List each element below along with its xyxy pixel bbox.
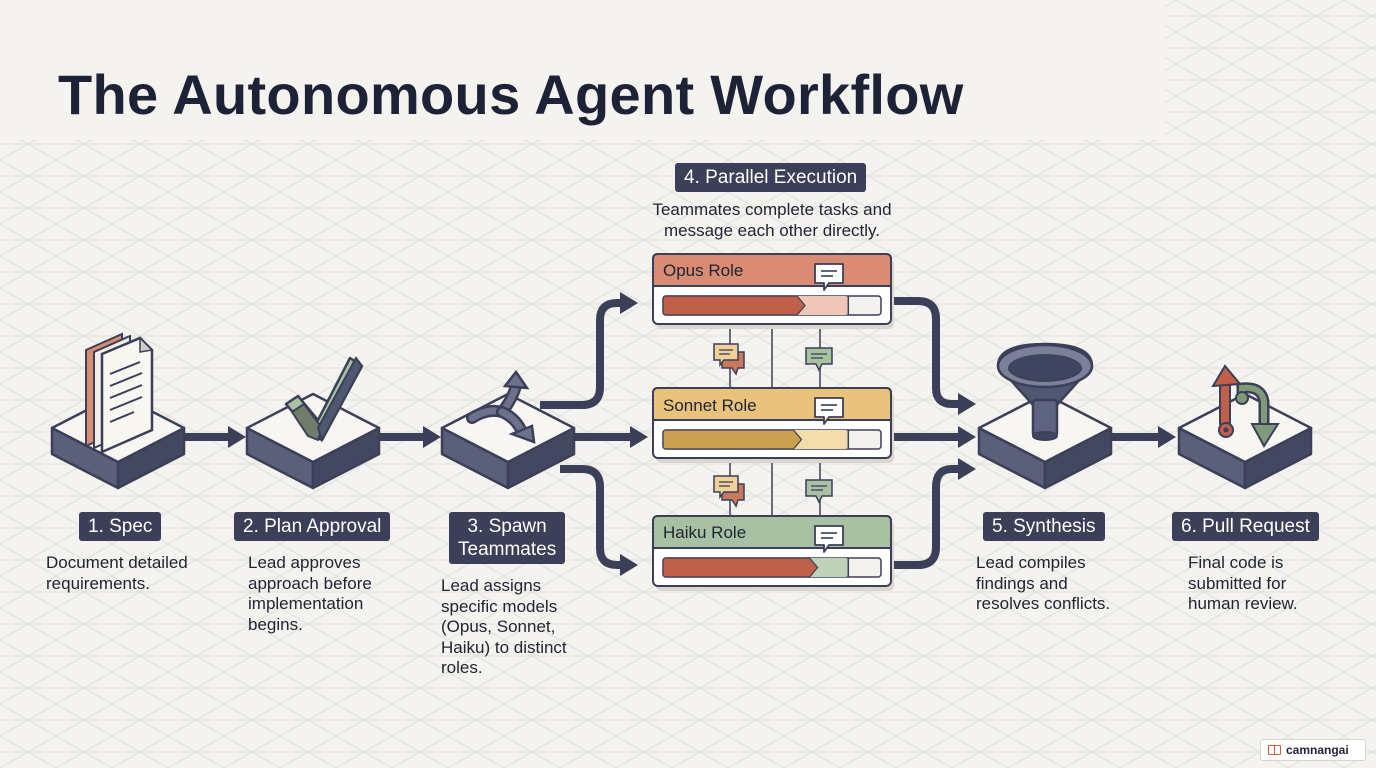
arrow-spawn-to-opus bbox=[540, 299, 622, 409]
chat-bubble-icon bbox=[805, 479, 833, 504]
chat-bubble-icon bbox=[814, 525, 844, 553]
checkmark-icon bbox=[284, 356, 364, 443]
pull-request-icon bbox=[1211, 364, 1280, 448]
step-1-label: 1. Spec bbox=[79, 512, 162, 541]
platform-pull-request bbox=[1177, 392, 1313, 490]
step-6-label: 6. Pull Request bbox=[1172, 512, 1319, 541]
chat-bubble-icon bbox=[713, 343, 745, 376]
progress-fill bbox=[662, 295, 806, 316]
arrow-haiku-to-synthesis bbox=[891, 465, 958, 569]
flow-arrows bbox=[183, 292, 1176, 576]
document-icon bbox=[85, 332, 154, 454]
step-5-label: 5. Synthesis bbox=[983, 512, 1105, 541]
role-card-haiku bbox=[652, 515, 894, 591]
chat-bubble-icon bbox=[805, 347, 833, 372]
sonnet-role-title: Sonnet Role bbox=[663, 396, 757, 415]
step-4-label: 4. Parallel Execution bbox=[675, 163, 867, 192]
chat-bubble-icon bbox=[814, 263, 844, 291]
platform-plan bbox=[245, 392, 381, 490]
arrow-spawn-to-haiku bbox=[560, 465, 622, 569]
message-bubbles bbox=[713, 343, 833, 508]
chat-bubble-icon bbox=[814, 397, 844, 425]
haiku-role-title: Haiku Role bbox=[663, 523, 747, 542]
progress-fill bbox=[662, 557, 819, 578]
role-card-opus bbox=[652, 253, 894, 329]
arrow-opus-to-synthesis bbox=[891, 297, 958, 408]
chat-bubble-icon bbox=[713, 475, 745, 508]
opus-role-title: Opus Role bbox=[663, 261, 744, 280]
role-card-sonnet bbox=[652, 387, 894, 463]
funnel-icon bbox=[996, 342, 1094, 441]
role-cards bbox=[652, 253, 894, 591]
brand-badge: camnangai bbox=[1260, 739, 1366, 761]
book-icon bbox=[1268, 745, 1281, 755]
branch-icon bbox=[466, 369, 536, 444]
step-2-label: 2. Plan Approval bbox=[234, 512, 391, 541]
brand-name: camnangai bbox=[1286, 743, 1349, 757]
progress-fill bbox=[662, 429, 803, 450]
page-title: The Autonomous Agent Workflow bbox=[58, 63, 964, 126]
